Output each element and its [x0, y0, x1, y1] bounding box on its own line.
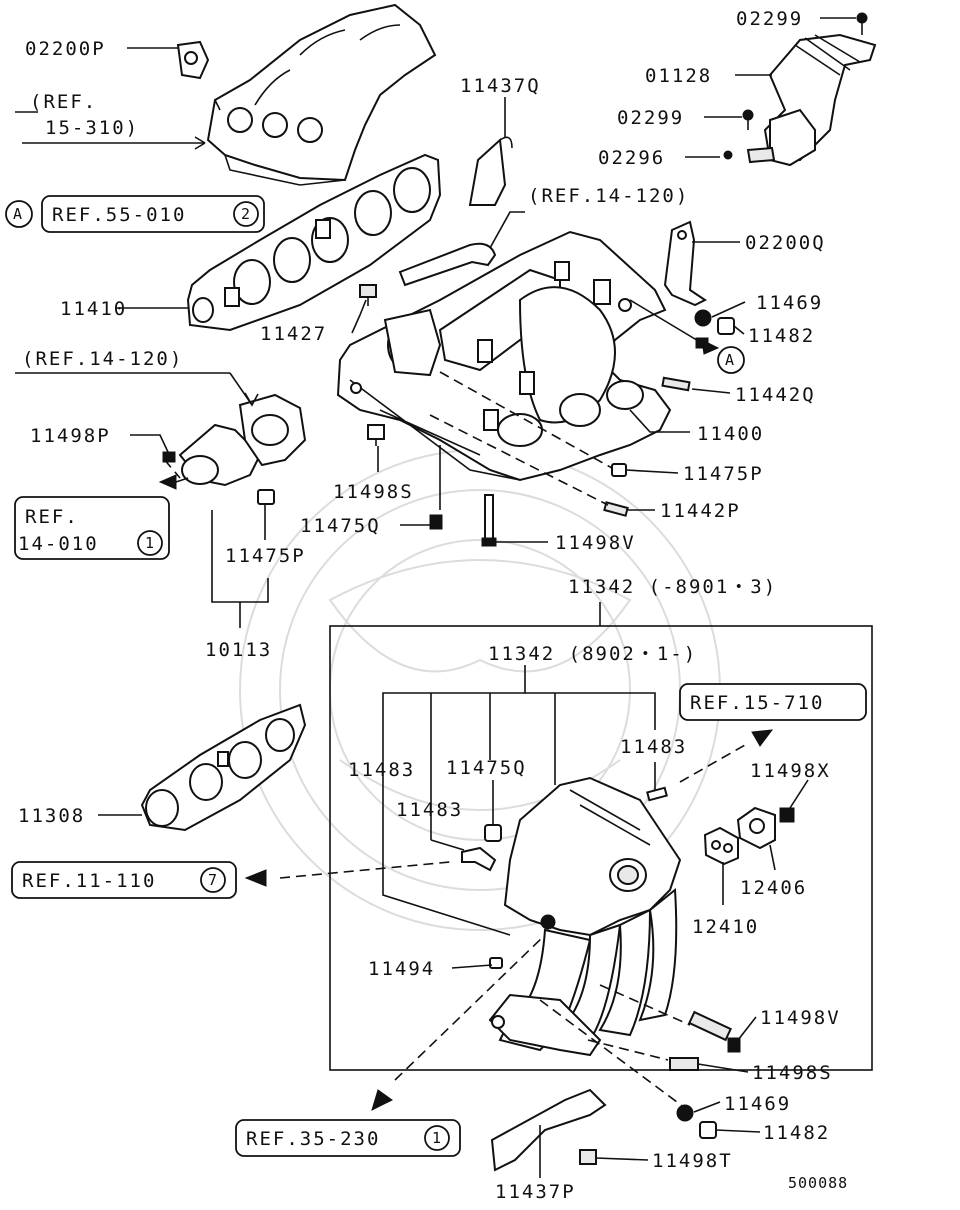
label-11498V-bot: 11498V	[760, 1007, 841, 1029]
label-02299-top: 02299	[736, 8, 803, 30]
label-11483-a: 11483	[620, 736, 687, 758]
label-11482-top: 11482	[748, 325, 815, 347]
label-ref-35-230: REF.35-230	[246, 1128, 380, 1150]
gaskets-12406-12410	[703, 806, 776, 866]
leader-lines	[15, 17, 856, 1178]
label-11498T: 11498T	[652, 1150, 733, 1172]
label-11475P-left: 11475P	[225, 545, 306, 567]
ref-box-11-110	[11, 861, 237, 899]
label-ref-55-010: REF.55-010	[52, 204, 186, 226]
label-11469-bot: 11469	[724, 1093, 791, 1115]
label-ref-15-310-a: (REF.	[30, 91, 97, 113]
nuts-11469-11482-top	[694, 309, 735, 335]
label-11482-bot: 11482	[763, 1122, 830, 1144]
label-11475P-right: 11475P	[683, 463, 764, 485]
ref-box-35-230	[235, 1119, 461, 1157]
label-11342-a: 11342 (-8901・3)	[568, 576, 777, 598]
label-11442Q: 11442Q	[735, 384, 816, 406]
label-ref-15-710: REF.15-710	[690, 692, 824, 714]
label-11498S-bot: 11498S	[752, 1062, 833, 1084]
bracket-02200P	[176, 40, 210, 80]
bracket-11437Q	[468, 136, 513, 206]
hoses-and-plugs-box	[461, 786, 795, 969]
label-11342-b: 11342 (8902・1-)	[488, 643, 697, 665]
label-11400: 11400	[697, 423, 764, 445]
bolts-bottom	[579, 1010, 741, 1165]
label-11483-b: 11483	[348, 759, 415, 781]
label-11469-top: 11469	[756, 292, 823, 314]
label-ref-14-010-b: 14-010	[18, 533, 99, 555]
label-ref-14-120-top: (REF.14-120)	[528, 185, 689, 207]
label-ref-35-230-num: 1	[432, 1129, 442, 1147]
sensor-bracket-01128	[723, 12, 877, 167]
label-ref-14-120-left: (REF.14-120)	[22, 348, 183, 370]
part-labels: 02200P (REF. 15-310) A REF.55-010 2 1143…	[13, 8, 848, 1203]
label-11475Q-top: 11475Q	[300, 515, 381, 537]
label-11483-c: 11483	[396, 799, 463, 821]
label-11498P: 11498P	[30, 425, 111, 447]
label-circle-a-right: A	[725, 351, 735, 369]
label-11308: 11308	[18, 805, 85, 827]
label-11498S-top: 11498S	[333, 481, 414, 503]
label-11494: 11494	[368, 958, 435, 980]
intake-manifold-11342	[488, 776, 682, 1057]
bracket-11437P	[490, 1088, 607, 1172]
label-ref-14-010-num: 1	[145, 534, 155, 552]
label-11498X: 11498X	[750, 760, 831, 782]
label-ref-11-110-num: 7	[208, 871, 218, 889]
assembly-box-11342	[329, 625, 873, 1071]
diagram-code: 500088	[788, 1174, 848, 1192]
label-11498V-top: 11498V	[555, 532, 636, 554]
arrows	[158, 136, 774, 1111]
label-11437P: 11437P	[495, 1181, 576, 1203]
exhaust-manifold-drawing	[206, 3, 437, 186]
gasket-11308	[140, 703, 307, 832]
label-11427: 11427	[260, 323, 327, 345]
label-11475Q-mid: 11475Q	[446, 757, 527, 779]
label-ref-11-110: REF.11-110	[22, 870, 156, 892]
label-02200P: 02200P	[25, 38, 106, 60]
label-11410: 11410	[60, 298, 127, 320]
label-02200Q: 02200Q	[745, 232, 826, 254]
ref-box-55-010	[41, 195, 265, 233]
label-ref-55-010-num: 2	[241, 205, 251, 223]
water-outlet-10113	[162, 393, 307, 505]
intake-manifold-11400	[336, 230, 672, 482]
circle-marker-a-left	[5, 200, 33, 228]
circle-marker-a-right	[717, 346, 745, 374]
label-01128: 01128	[645, 65, 712, 87]
label-ref-14-010-a: REF.	[25, 506, 79, 528]
label-12406: 12406	[740, 877, 807, 899]
label-10113: 10113	[205, 639, 272, 661]
label-11442P: 11442P	[660, 500, 741, 522]
manifold-gasket-11410	[186, 153, 442, 332]
ref-box-14-010	[14, 496, 170, 560]
label-12410: 12410	[692, 916, 759, 938]
ref-box-15-710	[679, 683, 867, 721]
label-02296: 02296	[598, 147, 665, 169]
label-circle-a-left: A	[13, 205, 23, 223]
label-02299-mid: 02299	[617, 107, 684, 129]
label-ref-15-310-b: 15-310)	[45, 117, 139, 139]
label-11437Q: 11437Q	[460, 75, 541, 97]
bracket-02200Q	[663, 220, 707, 307]
